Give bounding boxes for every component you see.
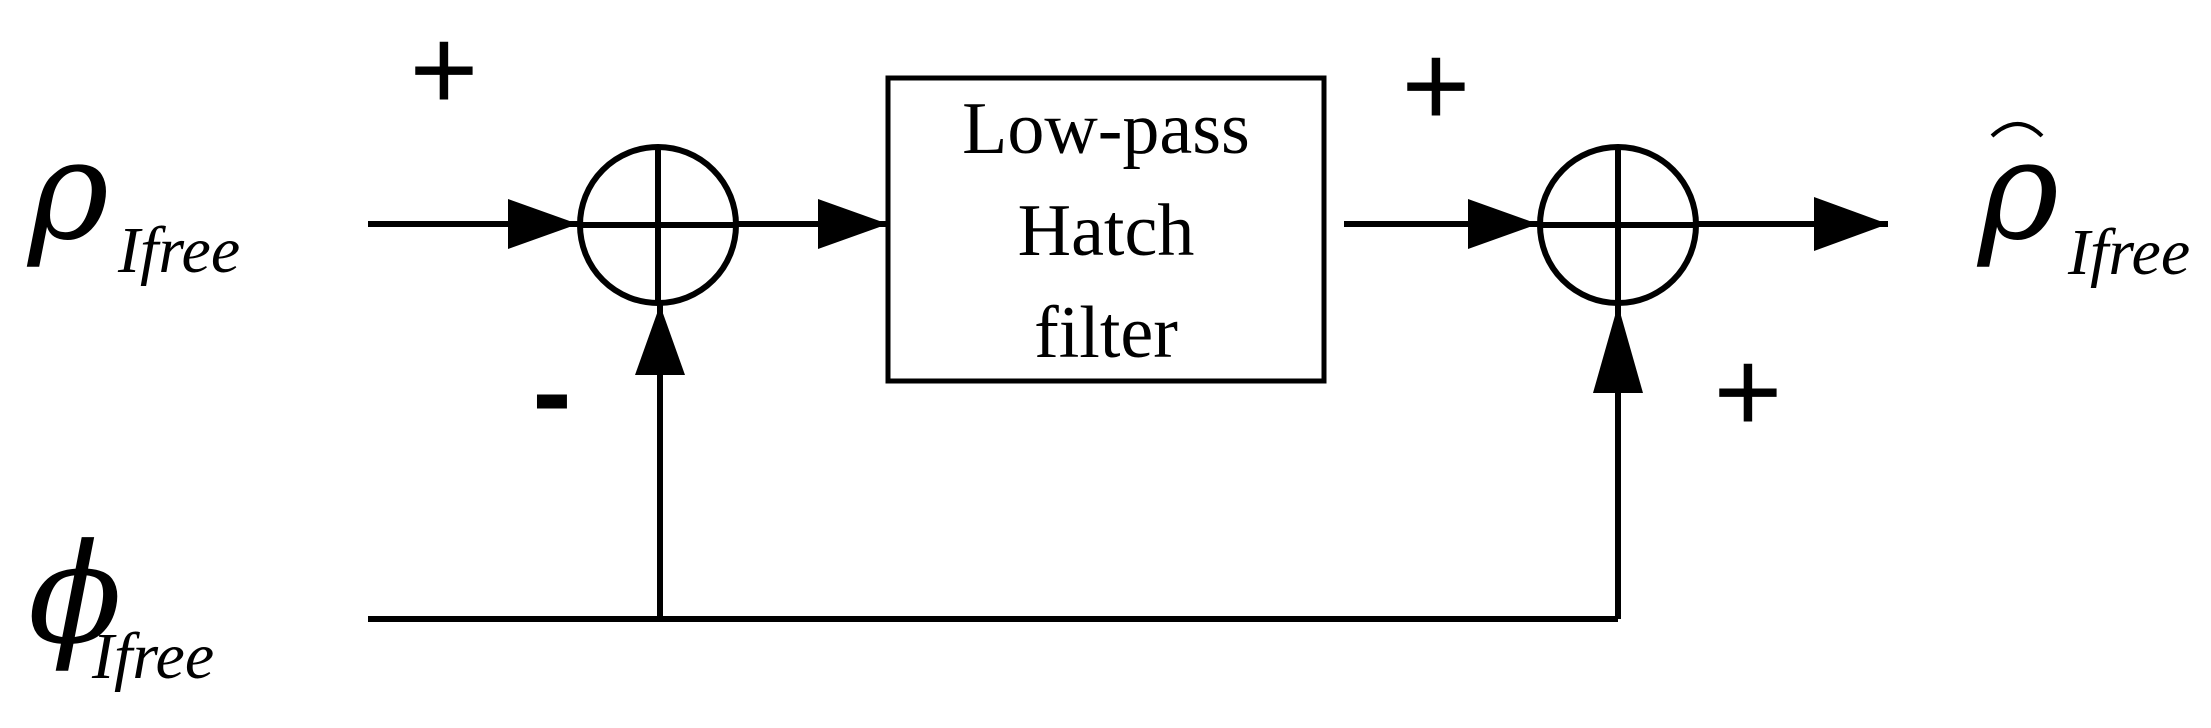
- phi-to-sum1-arrowhead: [635, 305, 685, 375]
- filter-to-sum2-arrowhead: [1468, 199, 1538, 249]
- filter-label-line-1: Low-pass: [962, 88, 1250, 170]
- output-arrowhead: [1814, 197, 1888, 251]
- hat-accent: [1990, 122, 2044, 138]
- rho-ifree-label: ρ Ifree: [26, 110, 240, 287]
- low-pass-hatch-filter-block: Low-pass Hatch filter: [885, 75, 1327, 384]
- phi-subscript: Ifree: [91, 620, 214, 693]
- phi-to-sum2-arrowhead: [1593, 305, 1643, 393]
- rho-hat-ifree-label: ρ Ifree: [1976, 110, 2190, 289]
- output-rho-symbol: ρ: [1976, 110, 2059, 271]
- filter-label-line-2: Hatch: [1018, 190, 1195, 272]
- output-subscript: Ifree: [2067, 216, 2190, 289]
- phi-ifree-label: ϕ Ifree: [28, 514, 214, 693]
- rho-subscript: Ifree: [117, 214, 240, 287]
- rho-input-arrowhead: [508, 199, 578, 249]
- phi-symbol: ϕ: [28, 514, 122, 675]
- summing-junction-2: [1537, 144, 1699, 306]
- filter-label-line-3: filter: [1034, 292, 1178, 374]
- sum1-bottom-sign: -: [532, 326, 571, 458]
- summing-junction-1: [577, 144, 739, 306]
- sum1-to-filter-arrowhead: [818, 199, 888, 249]
- sum1-top-sign: +: [410, 4, 479, 136]
- sum2-top-sign: +: [1402, 20, 1471, 152]
- sum2-bottom-sign: +: [1714, 326, 1783, 458]
- rho-symbol: ρ: [26, 110, 109, 271]
